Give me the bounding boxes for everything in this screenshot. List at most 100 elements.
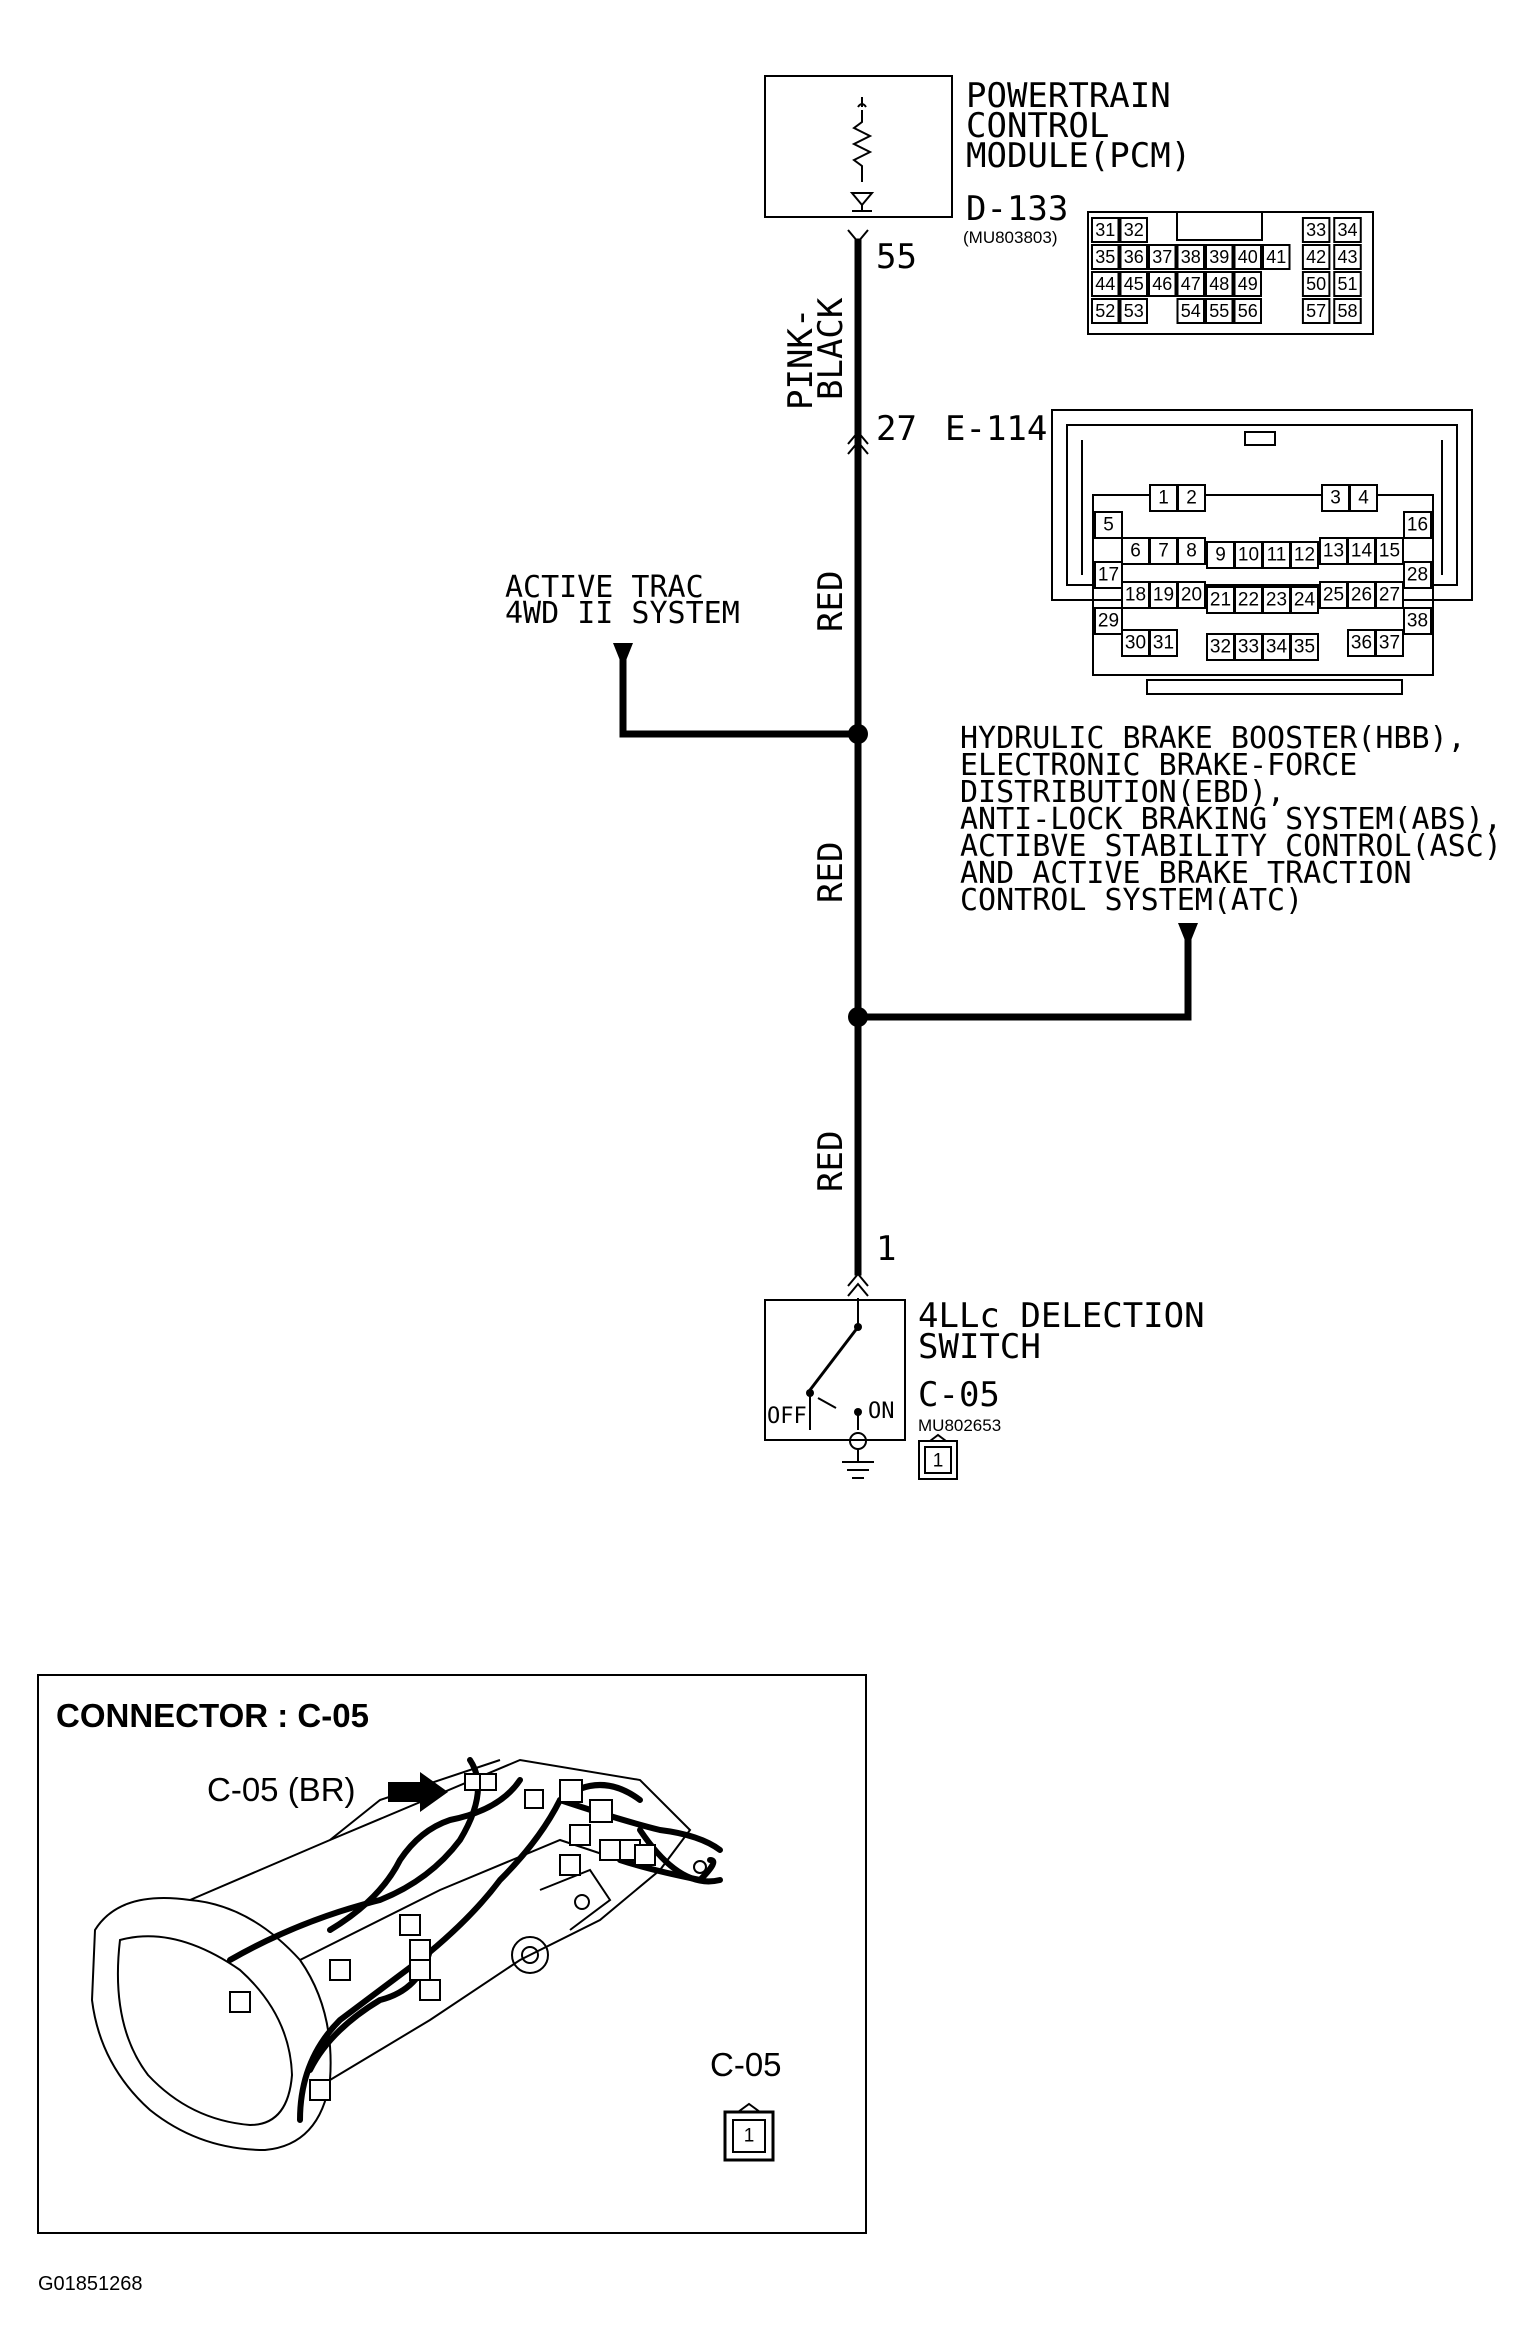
pcm-pin-label: 41 xyxy=(1266,247,1286,267)
pcm-pin-label: 46 xyxy=(1152,274,1172,294)
brake-line3: DISTRIBUTION(EBD), xyxy=(960,775,1285,810)
pcm-pin-cell xyxy=(1333,217,1362,243)
pcm-name-line2: CONTROL xyxy=(966,106,1109,146)
junction-pin-label: 23 xyxy=(1266,590,1287,611)
junction-pin-cell xyxy=(1262,586,1291,614)
junction-pin-label: 33 xyxy=(1238,637,1259,658)
pcm-pin-cell xyxy=(1176,298,1205,324)
figure-id: G01851268 xyxy=(38,2273,143,2295)
junction-pin-label: 9 xyxy=(1215,545,1226,566)
junction-pin-label: 32 xyxy=(1210,637,1231,658)
svg-text:1: 1 xyxy=(744,2126,755,2147)
junction-connector-id: E-114 xyxy=(945,409,1047,449)
connector-inset: CONNECTOR : C-05 C-05 (BR) xyxy=(37,1674,867,2234)
junction-pin-label: 30 xyxy=(1125,633,1146,654)
pcm-pin-cell xyxy=(1333,298,1362,324)
junction-pin-label: 11 xyxy=(1267,545,1287,566)
junction-pin-label: 16 xyxy=(1407,515,1428,536)
junction-pin-cell xyxy=(1403,607,1432,635)
pcm-pin-label: 36 xyxy=(1124,247,1144,267)
junction-pin-label: 12 xyxy=(1294,545,1315,566)
junction-pin-label: 4 xyxy=(1358,488,1369,509)
switch-on-label: ON xyxy=(868,1399,895,1424)
junction-pin-cell xyxy=(1347,581,1376,609)
pcm-pin-cell xyxy=(1233,244,1262,270)
junction-pin-cell xyxy=(1234,633,1263,661)
pcm-pin-cell xyxy=(1301,244,1331,270)
junction-pin-label: 7 xyxy=(1158,541,1169,562)
junction-pin-label: 28 xyxy=(1407,565,1428,586)
brake-line2: ELECTRONIC BRAKE-FORCE xyxy=(960,748,1357,783)
junction-pin-label: 25 xyxy=(1323,585,1344,606)
pcm-pin-cell xyxy=(1091,271,1120,297)
junction-pin-label: 24 xyxy=(1294,590,1316,611)
junction-terminal-icon xyxy=(847,430,869,455)
brake-line4: ANTI-LOCK BRAKING SYSTEM(ABS), xyxy=(960,802,1502,837)
switch-terminal-icon xyxy=(847,1272,869,1297)
pcm-name-line3: MODULE(PCM) xyxy=(966,136,1191,176)
svg-text:PINK-: PINK- xyxy=(781,308,821,410)
junction-pin-cell xyxy=(1349,484,1378,512)
svg-text:1: 1 xyxy=(933,1451,944,1472)
pcm-pin-cell xyxy=(1119,244,1148,270)
pcm-pin-label: 51 xyxy=(1337,274,1357,294)
junction-pin-cell xyxy=(1403,511,1432,539)
junction-pin-cell xyxy=(1403,561,1432,589)
brake-line7: CONTROL SYSTEM(ATC) xyxy=(960,883,1303,918)
junction-pin-label: 35 xyxy=(1294,637,1315,658)
inset-callout: C-05 (BR) xyxy=(207,1771,356,1808)
inset-connector-icon: 1 xyxy=(723,2102,775,2162)
switch-connector-id: C-05 xyxy=(918,1375,1000,1415)
pcm-pin-cell xyxy=(1119,271,1148,297)
junction-pin-label: 38 xyxy=(1407,611,1428,632)
pcm-pin-cell xyxy=(1333,244,1362,270)
junction-pin-27: 27 xyxy=(876,409,917,449)
pcm-pin-cell xyxy=(1205,244,1234,270)
inset-connector-label: C-05 xyxy=(710,2046,782,2083)
pcm-pin-cell xyxy=(1091,298,1120,324)
switch-part-number: MU802653 xyxy=(918,1416,1001,1435)
pcm-pin-label: 43 xyxy=(1337,247,1357,267)
pcm-pin-label: 57 xyxy=(1306,301,1326,321)
pcm-resistor-icon xyxy=(849,97,875,212)
pcm-pin-55: 55 xyxy=(876,237,917,277)
switch-name-line1: 4LLc DELECTION xyxy=(918,1296,1205,1336)
pcm-pin-label: 32 xyxy=(1124,220,1144,240)
pcm-pin-label: 55 xyxy=(1209,301,1229,321)
pcm-pin-label: 35 xyxy=(1095,247,1115,267)
pcm-pin-cell xyxy=(1176,271,1205,297)
pcm-pin-label: 42 xyxy=(1306,247,1326,267)
splice-point-1 xyxy=(848,724,868,744)
junction-pin-label: 21 xyxy=(1210,590,1231,611)
active-trac-line2: 4WD II SYSTEM xyxy=(505,596,740,631)
junction-pin-label: 14 xyxy=(1351,541,1373,562)
junction-pin-label: 15 xyxy=(1379,541,1400,562)
wire-label-pink-black: PINK- BLACK xyxy=(781,297,851,410)
junction-pin-cell xyxy=(1234,541,1263,569)
pcm-pin-cell xyxy=(1301,217,1331,243)
pcm-pin-cell xyxy=(1301,298,1331,324)
pcm-pin-label: 53 xyxy=(1124,301,1144,321)
junction-pin-cell xyxy=(1177,537,1206,565)
pcm-pin-label: 50 xyxy=(1306,274,1326,294)
junction-pin-label: 29 xyxy=(1098,611,1119,632)
pcm-pin-label: 38 xyxy=(1181,247,1201,267)
junction-pin-label: 5 xyxy=(1103,515,1114,536)
junction-pin-label: 1 xyxy=(1158,488,1169,509)
transmission-drawing xyxy=(90,1757,723,2152)
junction-pin-cell xyxy=(1121,537,1150,565)
pcm-pin-label: 49 xyxy=(1238,274,1258,294)
junction-pin-cell xyxy=(1149,537,1178,565)
pcm-pin-cell xyxy=(1148,244,1177,270)
svg-text:BLACK: BLACK xyxy=(811,297,851,400)
pcm-part-number: (MU803803) xyxy=(963,228,1058,247)
pcm-pin-cell xyxy=(1148,271,1177,297)
switch-box xyxy=(764,1299,906,1441)
junction-pin-label: 27 xyxy=(1379,585,1400,606)
junction-pin-label: 3 xyxy=(1330,488,1341,509)
junction-pin-cell xyxy=(1149,484,1178,512)
pcm-pin-label: 58 xyxy=(1337,301,1357,321)
pcm-pin-cell xyxy=(1176,244,1205,270)
pcm-pin-cell xyxy=(1205,298,1234,324)
